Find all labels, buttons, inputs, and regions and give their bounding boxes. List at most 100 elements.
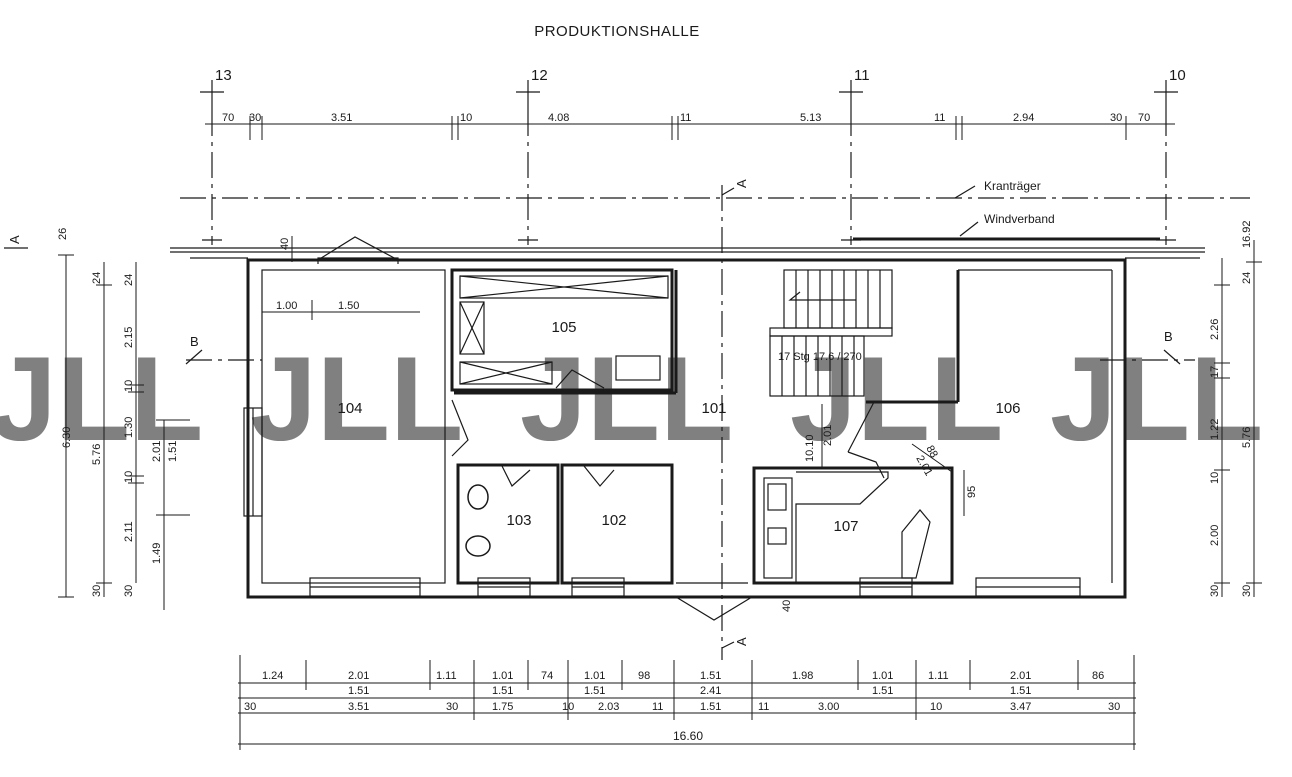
dim-row3-10: 3.00 <box>818 701 839 713</box>
dim-row3-5: 10 <box>562 701 574 713</box>
dim-left-mid-4: 30 <box>91 585 103 597</box>
room-labels: 105 104 101 106 103 102 107 <box>337 319 1020 535</box>
dim-right-inner-6: 2.00 <box>1209 525 1221 546</box>
dim-row1-13: 86 <box>1092 670 1104 682</box>
dim-left-inner2-2: 1.51 <box>167 441 179 462</box>
dim-row1-5: 74 <box>541 670 553 682</box>
watermark-group: JLL JLL JLL JLL JLL <box>0 332 1263 466</box>
watermark-4: JLL <box>790 332 1003 466</box>
dim-top-6: 11 <box>680 112 691 124</box>
dim-row1-8: 1.51 <box>700 670 721 682</box>
dim-left-outer: 6.30 <box>61 427 73 448</box>
dim-row3-4: 1.75 <box>492 701 513 713</box>
dim-row2-3: 1.51 <box>584 685 605 697</box>
dim-row3-1: 30 <box>244 701 256 713</box>
dim-row2-1: 1.51 <box>348 685 369 697</box>
grid-axes: 13 12 11 10 <box>200 67 1186 245</box>
staircase: 17 Stg 17.6 / 270 <box>769 269 893 397</box>
room-101: 101 <box>701 400 726 417</box>
dim-right-inner-5: 10 <box>1209 472 1221 484</box>
dim-top-7: 5.13 <box>800 112 821 124</box>
dim-left-mid-3: 5.76 <box>91 444 103 465</box>
dim-vmid-2: 2.01 <box>822 425 834 446</box>
right-dimensions: 2.26 17 1.22 10 2.00 30 16.92 24 5.76 30 <box>1209 220 1262 597</box>
crane-and-wind: Kranträger Windverband <box>180 179 1250 241</box>
label-crane: Kranträger <box>984 179 1041 193</box>
dim-total: 16.60 <box>673 729 703 743</box>
dim-row2-2: 1.51 <box>492 685 513 697</box>
room-105: 105 <box>551 319 576 336</box>
dim-diag-1: 88 <box>923 444 940 461</box>
room-102: 102 <box>601 512 626 529</box>
building-walls: 17 Stg 17.6 / 270 <box>243 236 1127 621</box>
dim-left-inner-1: 24 <box>123 274 135 286</box>
dim-right-inner-4: 1.22 <box>1209 419 1221 440</box>
dim-left-mid-2: 24 <box>91 272 103 284</box>
watermark-3: JLL <box>520 332 733 466</box>
dim-row2-6: 1.51 <box>1010 685 1031 697</box>
dim-row2-4: 2.41 <box>700 685 721 697</box>
dim-room107: 95 <box>966 486 978 498</box>
dim-right-outer-1: 16.92 <box>1241 220 1253 248</box>
dim-row1-2: 2.01 <box>348 670 369 682</box>
dim-row1-4: 1.01 <box>492 670 513 682</box>
dim-row1-12: 2.01 <box>1010 670 1031 682</box>
axis-label-11: 11 <box>854 67 870 84</box>
dim-top-9: 2.94 <box>1013 112 1034 124</box>
left-dimensions: 6.30 26 24 5.76 30 24 2.15 10 1.30 10 2.… <box>57 228 190 610</box>
dim-left-inner-4: 1.30 <box>123 417 135 438</box>
section-a-bottom: A <box>734 637 749 646</box>
dim-row3-3: 30 <box>446 701 458 713</box>
dim-row1-11: 1.11 <box>928 670 949 682</box>
room-107: 107 <box>833 518 858 535</box>
section-a-top: A <box>734 179 749 188</box>
dim-row1-1: 1.24 <box>262 670 283 682</box>
dim-top-4: 10 <box>460 112 472 124</box>
axis-label-13: 13 <box>215 67 232 84</box>
dim-top-2: 30 <box>249 112 261 124</box>
dim-left-inner-5: 10 <box>123 471 135 483</box>
dim-left-inner2-3: 1.49 <box>151 543 163 564</box>
dim-top-8: 11 <box>934 112 945 124</box>
dim-row1-6: 1.01 <box>584 670 605 682</box>
dim-top-1: 70 <box>222 112 234 124</box>
dim-right-inner-2: 2.26 <box>1209 319 1221 340</box>
dim-door-bottom: 40 <box>781 600 793 612</box>
section-markers: A A A B B <box>4 179 1195 660</box>
section-b-left: B <box>190 334 199 349</box>
watermark-2: JLL <box>250 332 463 466</box>
dim-left-inner-6: 2.11 <box>123 521 135 542</box>
dim-row3-2: 3.51 <box>348 701 369 713</box>
dim-top-3: 3.51 <box>331 112 352 124</box>
watermark-5: JLL <box>1050 332 1263 466</box>
room-106: 106 <box>995 400 1020 417</box>
axis-label-12: 12 <box>531 67 548 84</box>
dim-top-5: 4.08 <box>548 112 569 124</box>
dim-left-inner-3: 10 <box>123 380 135 392</box>
dim-row3-11: 10 <box>930 701 942 713</box>
dim-row3-12: 3.47 <box>1010 701 1031 713</box>
dim-room104-2: 1.50 <box>338 300 359 312</box>
label-wind: Windverband <box>984 212 1055 226</box>
dim-top-10: 30 <box>1110 112 1122 124</box>
dim-top-11: 70 <box>1138 112 1150 124</box>
plan-title: PRODUKTIONSHALLE <box>534 23 700 40</box>
dim-left-inner-7: 30 <box>123 585 135 597</box>
watermark-1: JLL <box>0 332 203 466</box>
dim-right-inner-7: 30 <box>1209 585 1221 597</box>
room-104: 104 <box>337 400 362 417</box>
dim-row1-9: 1.98 <box>792 670 813 682</box>
bottom-dimensions: 1.24 2.01 1.11 1.01 74 1.01 98 1.51 1.98… <box>238 655 1136 750</box>
dim-row3-9: 11 <box>758 701 769 713</box>
dim-row1-3: 1.11 <box>436 670 457 682</box>
axis-label-10: 10 <box>1169 67 1186 84</box>
dim-left-inner-2: 2.15 <box>123 327 135 348</box>
label-stairs: 17 Stg 17.6 / 270 <box>778 351 862 363</box>
dim-room104-1: 1.00 <box>276 300 297 312</box>
section-b-right: B <box>1164 329 1173 344</box>
dim-right-outer-3: 30 <box>1241 585 1253 597</box>
dim-row3-7: 11 <box>652 701 663 713</box>
top-dimensions: 70 30 3.51 10 4.08 11 5.13 11 2.94 30 70 <box>205 112 1175 140</box>
dim-right-inner-1: 24 <box>1241 272 1253 284</box>
room-103: 103 <box>506 512 531 529</box>
